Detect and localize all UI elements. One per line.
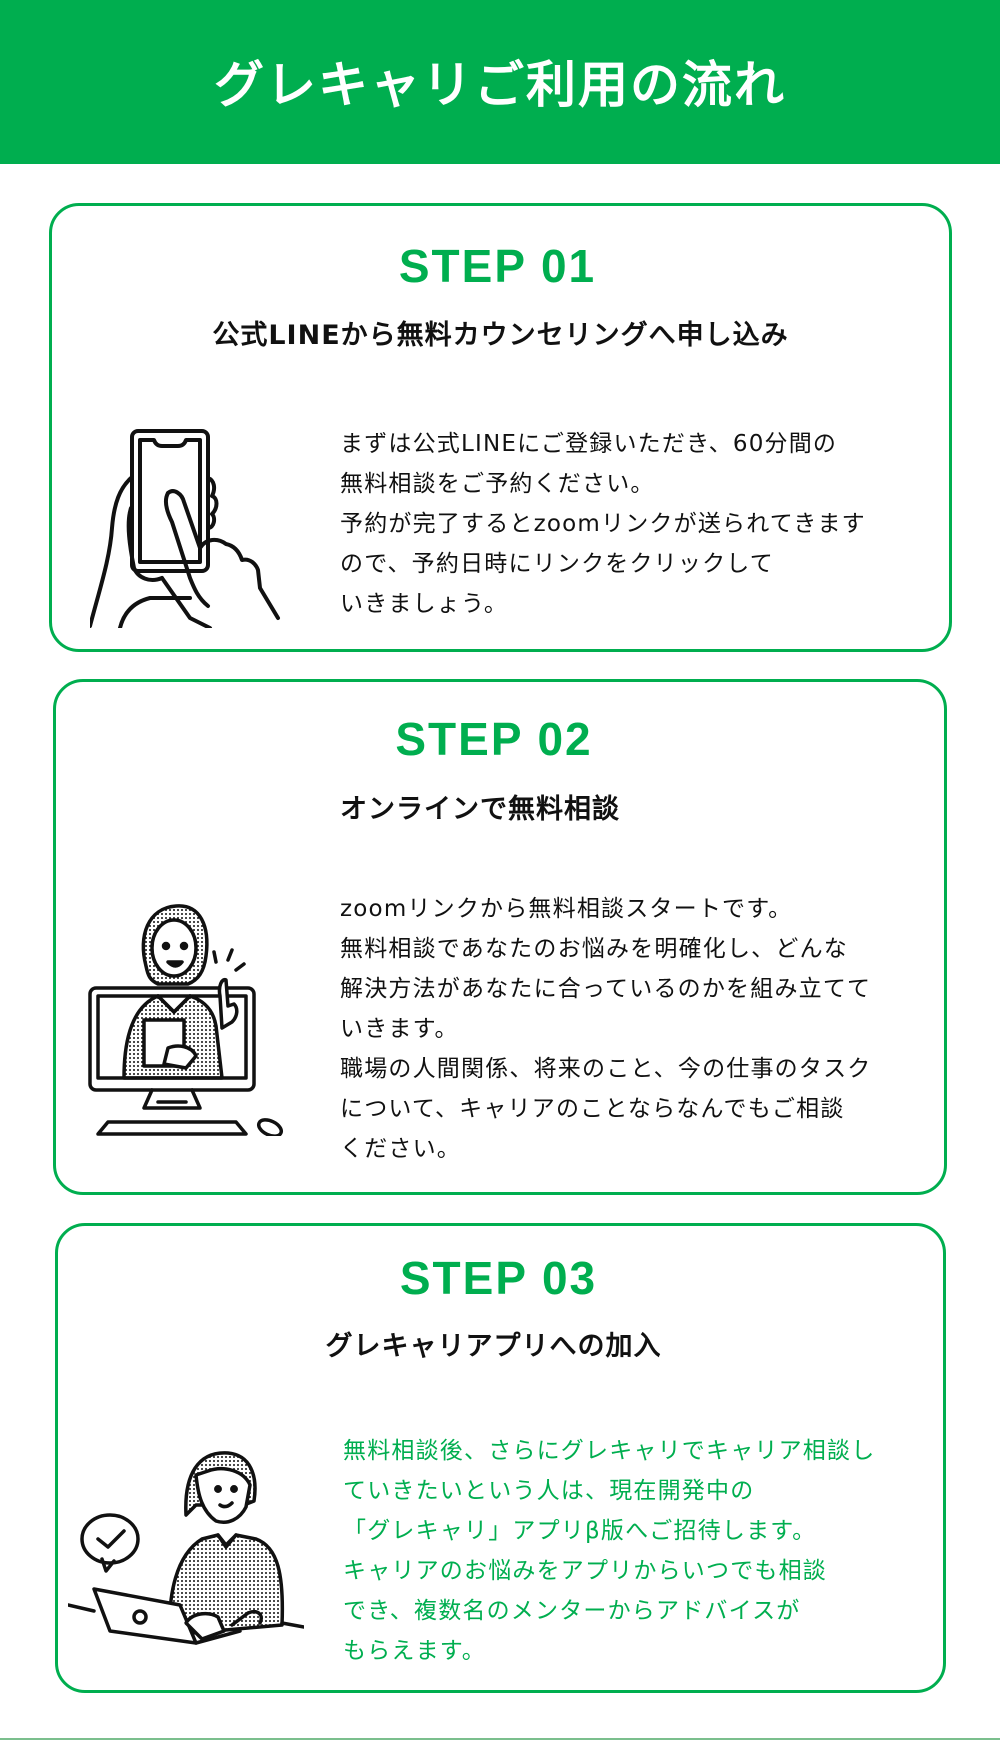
description-line: ので、予約日時にリンクをクリックして bbox=[340, 551, 774, 577]
description-line: でき、複数名のメンターからアドバイスが bbox=[343, 1598, 801, 1624]
step-description: まずは公式LINEにご登録いただき、60分間の 無料相談をご予約ください。 予約… bbox=[340, 424, 866, 624]
step-title: オンラインで無料相談 bbox=[340, 794, 620, 825]
step-label: STEP 01 bbox=[398, 240, 597, 292]
step-label: STEP 02 bbox=[395, 713, 593, 765]
description-line: ください。 bbox=[340, 1136, 461, 1162]
description-line: 「グレキャリ」アプリβ版へご招待します。 bbox=[343, 1518, 817, 1544]
description-line: ていきたいという人は、現在開発中の bbox=[343, 1478, 755, 1504]
step-card-03: STEP 03 グレキャリアプリへの加入 bbox=[55, 1223, 946, 1693]
description-line: 無料相談をご予約ください。 bbox=[340, 471, 655, 497]
hands-holding-smartphone-icon bbox=[88, 428, 300, 630]
description-line: いきましょう。 bbox=[340, 591, 509, 617]
step-title: 公式LINEから無料カウンセリングへ申し込み bbox=[212, 320, 789, 351]
online-counselor-monitor-icon bbox=[88, 896, 300, 1138]
step-card-02: STEP 02 オンラインで無料相談 bbox=[53, 679, 947, 1195]
description-line: について、キャリアのことならなんでもご相談 bbox=[340, 1096, 845, 1122]
man-with-laptop-check-icon bbox=[66, 1435, 306, 1647]
step-description: 無料相談後、さらにグレキャリでキャリア相談し ていきたいという人は、現在開発中の… bbox=[343, 1431, 875, 1671]
step-description: zoomリンクから無料相談スタートです。 無料相談であなたのお悩みを明確化し、ど… bbox=[340, 889, 871, 1169]
description-line: いきます。 bbox=[340, 1016, 459, 1042]
description-line: 予約が完了するとzoomリンクが送られてきます bbox=[340, 511, 866, 537]
description-line: 解決方法があなたに合っているのかを組み立てて bbox=[340, 976, 872, 1002]
description-line: 無料相談後、さらにグレキャリでキャリア相談し bbox=[343, 1438, 876, 1464]
description-line: zoomリンクから無料相談スタートです。 bbox=[340, 896, 793, 922]
description-line: まずは公式LINEにご登録いただき、60分間の bbox=[340, 431, 838, 457]
description-line: 職場の人間関係、将来のこと、今の仕事のタスク bbox=[340, 1056, 872, 1082]
description-line: 無料相談であなたのお悩みを明確化し、どんな bbox=[340, 936, 848, 962]
description-line: キャリアのお悩みをアプリからいつでも相談 bbox=[343, 1558, 827, 1584]
step-card-01: STEP 01 公式LINEから無料カウンセリングへ申し込み まずは公式LINE… bbox=[49, 203, 952, 652]
page-title: グレキャリご利用の流れ bbox=[214, 56, 786, 114]
bottom-divider bbox=[0, 1738, 1000, 1740]
page-header: グレキャリご利用の流れ bbox=[0, 0, 1000, 164]
step-title: グレキャリアプリへの加入 bbox=[325, 1331, 662, 1362]
description-line: もらえます。 bbox=[343, 1638, 486, 1664]
step-label: STEP 03 bbox=[399, 1252, 598, 1304]
